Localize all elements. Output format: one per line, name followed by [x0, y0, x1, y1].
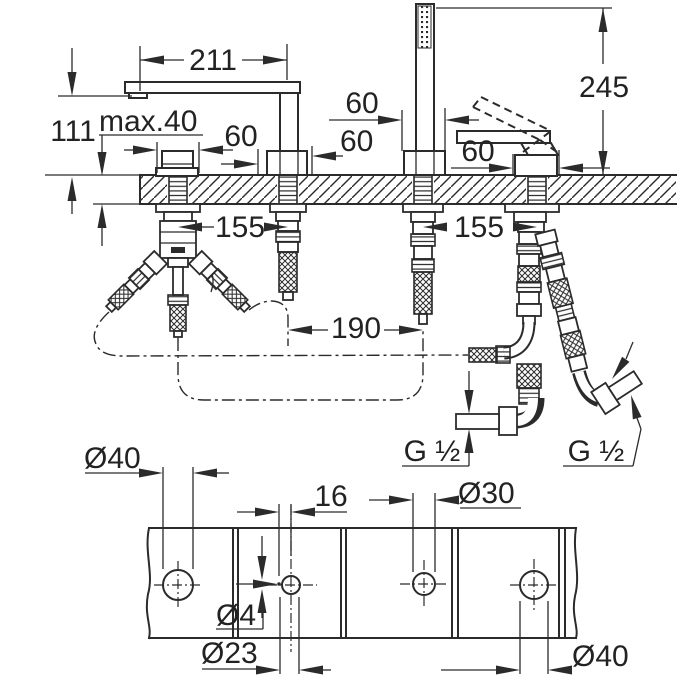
dim-hole-spout: Ø23 [201, 637, 258, 670]
thread-label-center: G ½ [404, 435, 461, 468]
dim-hole-mixer: Ø40 [572, 640, 629, 673]
shower-supply-hose [402, 203, 444, 325]
spout-supply-hose [269, 203, 307, 301]
dim-pin-hole: Ø4 [216, 599, 256, 632]
dim-handle-width: 60 [224, 120, 257, 153]
mixer-hose-right [534, 228, 589, 373]
thread-label-right: G ½ [568, 435, 625, 468]
dim-pitch-center: 190 [331, 312, 381, 345]
deck-section [45, 174, 677, 205]
mixer-lever [456, 96, 560, 177]
dim-spout-height: 111 [50, 115, 96, 148]
plan-partition [232, 527, 239, 639]
mixer-lever-raised-dashed [472, 96, 558, 153]
shank [412, 174, 434, 205]
dim-hole-handle: Ø40 [84, 442, 141, 475]
plan-deck-strip [145, 526, 579, 640]
hand-shower [403, 3, 446, 176]
hose-routing-centerlines [93, 300, 469, 401]
shank [167, 174, 189, 205]
dim-deck-thickness: max.40 [99, 105, 197, 138]
mixer-hoses [455, 203, 644, 436]
dim-mixer-width: 60 [461, 135, 494, 168]
plan-view: Ø40 16 Ø4 Ø30 [84, 442, 629, 675]
dimensions-plan: Ø40 16 Ø4 Ø30 [84, 442, 629, 675]
shank [277, 174, 299, 205]
dim-spout-reach: 211 [189, 44, 237, 77]
thread-elbow-right [589, 369, 644, 416]
dim-shower-width: 60 [345, 87, 378, 120]
plan-partition [451, 527, 459, 639]
dimensions-elevation: 211 245 111 max.40 [50, 7, 642, 468]
valve-port-right [187, 249, 252, 314]
dim-pin-offset: 16 [314, 480, 347, 513]
shank [526, 174, 548, 205]
bath-spout [124, 81, 308, 176]
dim-total-height: 245 [579, 71, 629, 104]
dim-pitch-right: 155 [454, 211, 504, 244]
plan-partition [340, 527, 347, 639]
elevation-view: 211 245 111 max.40 [45, 3, 677, 468]
diverter-handle [155, 150, 199, 177]
dim-pitch-left: 155 [215, 211, 265, 244]
dim-spout-width: 60 [340, 125, 373, 158]
valve-port-left [104, 249, 169, 314]
dim-hole-shower: Ø30 [458, 477, 515, 510]
diverter-valve-assembly [104, 203, 252, 338]
